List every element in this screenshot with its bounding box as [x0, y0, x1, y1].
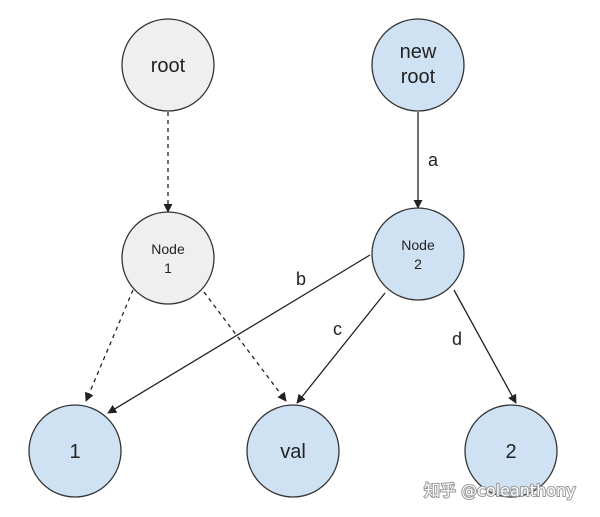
edge-node2-to-leaf1-b [107, 254, 371, 414]
edge-label-b: b [296, 269, 306, 289]
leaf-node-val: val [246, 404, 340, 498]
edge-node1-to-leaf1 [85, 289, 134, 402]
edge-node2-to-val-c [296, 292, 386, 404]
edge-node1-to-val [203, 291, 287, 402]
edge-label-a: a [428, 150, 439, 170]
node-new-root-line2: root [401, 66, 436, 88]
leaf-node-1: 1 [28, 404, 122, 498]
edge-node2-to-leaf2-d [453, 289, 517, 404]
node-1: Node 1 [121, 211, 215, 305]
node-root: root [121, 18, 215, 112]
node-new-root-line1: new [400, 41, 437, 63]
leaf-node-1-label: 1 [69, 441, 80, 463]
node-2-line2: 2 [414, 256, 422, 272]
edge-label-d: d [452, 329, 462, 349]
leaf-node-val-label: val [280, 441, 306, 463]
leaf-node-2-label: 2 [505, 441, 516, 463]
watermark: 知乎 @coleanthony [424, 481, 576, 500]
node-1-line2: 1 [164, 260, 172, 276]
node-2-line1: Node [401, 237, 435, 253]
node-root-label: root [151, 55, 186, 77]
watermark-outline: 知乎 @coleanthony [424, 481, 576, 500]
edge-label-c: c [333, 319, 342, 339]
node-1-line1: Node [151, 241, 185, 257]
node-2: Node 2 [371, 207, 465, 301]
node-new-root: new root [371, 18, 465, 112]
leaf-node-2: 2 [464, 404, 558, 498]
